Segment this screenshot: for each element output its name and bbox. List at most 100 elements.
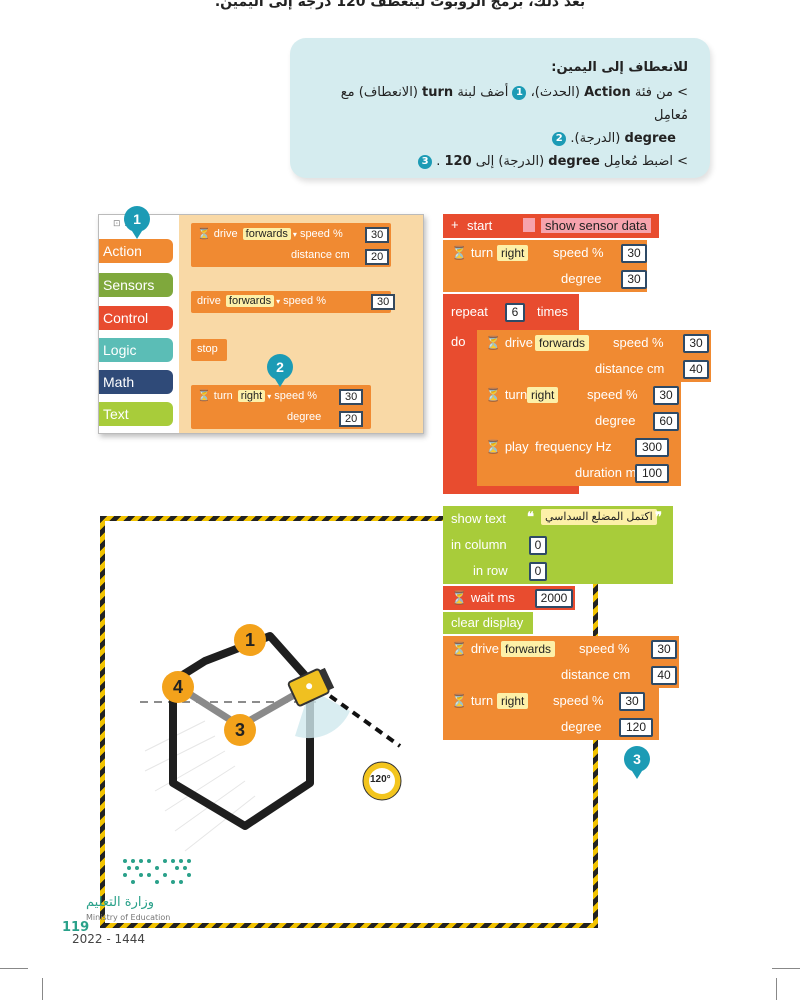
distance-input[interactable]: 40 bbox=[683, 360, 709, 379]
direction-dropdown[interactable]: forwards bbox=[242, 228, 291, 240]
direction-dropdown[interactable]: right bbox=[497, 245, 529, 261]
direction-dropdown[interactable]: forwards bbox=[501, 641, 556, 657]
wait-ms-input[interactable]: 2000 bbox=[535, 589, 573, 608]
category-text[interactable]: Text bbox=[99, 402, 173, 426]
speed-label: speed % bbox=[274, 390, 318, 402]
callout-badge-1: 1 bbox=[124, 206, 150, 239]
step-number-1: 1 bbox=[512, 85, 527, 100]
hex-marker-1: 1 bbox=[234, 624, 266, 656]
speed-input[interactable]: 30 bbox=[339, 389, 364, 405]
wait-block[interactable]: ⏳ wait ms 2000 bbox=[443, 586, 575, 610]
frequency-input[interactable]: 300 bbox=[635, 438, 669, 457]
turn-block-final[interactable]: ⏳ turn right speed % 30 degree 120 bbox=[443, 688, 659, 740]
crop-mark bbox=[776, 978, 777, 1000]
program-stack: + start show sensor data ⏳ turn right sp… bbox=[443, 214, 723, 754]
row-input[interactable]: 0 bbox=[529, 562, 547, 581]
callout-badge-3: 3 bbox=[624, 746, 650, 779]
step-number-2: 2 bbox=[552, 131, 567, 146]
top-instruction: بعد ذلك، برمج الروبوت لينعطف 120 درجة إل… bbox=[214, 0, 586, 10]
text: > من فئة bbox=[630, 85, 688, 100]
block-cmd: drive bbox=[213, 228, 238, 240]
direction-dropdown[interactable]: right bbox=[527, 387, 559, 403]
text: (الحدث)، bbox=[526, 85, 585, 100]
direction-dropdown[interactable]: right bbox=[237, 390, 266, 402]
distance-label: distance cm bbox=[561, 667, 631, 682]
category-control[interactable]: Control bbox=[99, 306, 173, 330]
robot-icon bbox=[287, 667, 335, 707]
callout-heading: للانعطاف إلى اليمين: bbox=[551, 60, 688, 75]
distance-input[interactable]: 40 bbox=[651, 666, 677, 685]
column-input[interactable]: 0 bbox=[529, 536, 547, 555]
callout-badge-2: 2 bbox=[267, 354, 293, 387]
duration-input[interactable]: 100 bbox=[635, 464, 669, 483]
degree-label: degree bbox=[595, 413, 636, 428]
category-action[interactable]: Action bbox=[99, 239, 173, 263]
speed-input[interactable]: 30 bbox=[365, 227, 390, 243]
heading-line bbox=[328, 694, 402, 748]
show-text-block[interactable]: show text ❝ اكتمل المضلع السداسي ❞ in co… bbox=[443, 506, 673, 584]
times-label: times bbox=[537, 304, 569, 319]
text: Action bbox=[584, 85, 631, 100]
start-label: start bbox=[467, 218, 493, 233]
row-label: in row bbox=[473, 563, 508, 578]
crop-mark bbox=[772, 968, 800, 969]
start-block[interactable]: + start show sensor data bbox=[443, 214, 659, 238]
clear-display-block[interactable]: clear display bbox=[443, 612, 533, 634]
speed-label: speed % bbox=[587, 387, 638, 402]
category-sensors[interactable]: Sensors bbox=[99, 273, 173, 297]
speed-label: speed % bbox=[579, 641, 630, 656]
degree-label: degree bbox=[561, 719, 602, 734]
callout-step-1: > من فئة Action (الحدث)، 1 أضف لبنة turn… bbox=[312, 81, 688, 127]
text: degree bbox=[548, 154, 600, 169]
speed-input[interactable]: 30 bbox=[619, 692, 645, 711]
show-text-label: show text bbox=[451, 511, 506, 526]
page-number: 119 bbox=[62, 920, 90, 935]
repeat-label: repeat bbox=[451, 304, 488, 319]
category-math[interactable]: Math bbox=[99, 370, 173, 394]
text: degree bbox=[624, 131, 676, 146]
degree-input[interactable]: 120 bbox=[619, 718, 653, 737]
turn-block-loop[interactable]: ⏳ turn right speed % 30 degree 60 bbox=[477, 382, 681, 434]
speed-label: speed % bbox=[283, 295, 326, 307]
drive-distance-block[interactable]: ⏳ drive forwards▾ speed % 30 distance cm… bbox=[191, 223, 391, 267]
block-cmd: turn bbox=[213, 390, 233, 402]
speed-input[interactable]: 30 bbox=[683, 334, 709, 353]
distance-label: distance cm bbox=[595, 361, 665, 376]
hex-marker-4: 4 bbox=[162, 671, 194, 703]
text: (الدرجة) إلى bbox=[471, 154, 549, 169]
drive-block-final[interactable]: ⏳ drive forwards speed % 30 distance cm … bbox=[443, 636, 679, 688]
duration-label: duration ms bbox=[575, 465, 643, 480]
category-list: ⊡ ? ☆2 Action Sensors Control Logic Math… bbox=[99, 215, 179, 433]
speed-input[interactable]: 30 bbox=[653, 386, 679, 405]
angle-120-label: 120° bbox=[370, 774, 391, 785]
turn-block-1[interactable]: ⏳ turn right speed % 30 degree 30 bbox=[443, 240, 647, 292]
degree-input[interactable]: 60 bbox=[653, 412, 679, 431]
show-sensor-toggle[interactable]: show sensor data bbox=[541, 218, 651, 233]
hourglass-icon: ⏳ bbox=[197, 228, 211, 240]
play-block[interactable]: ⏳ play frequency Hz 300 duration ms 100 bbox=[477, 434, 681, 486]
speed-input[interactable]: 30 bbox=[621, 244, 647, 263]
text-input[interactable]: اكتمل المضلع السداسي bbox=[541, 509, 657, 525]
block-cmd: drive bbox=[197, 295, 221, 307]
distance-label: distance cm bbox=[291, 249, 350, 261]
step-number-3: 3 bbox=[418, 154, 433, 169]
block-palette: ⊡ ? ☆2 Action Sensors Control Logic Math… bbox=[98, 214, 424, 434]
direction-dropdown[interactable]: right bbox=[497, 693, 529, 709]
drive-block-loop[interactable]: ⏳ drive forwards speed % 30 distance cm … bbox=[477, 330, 711, 382]
direction-dropdown[interactable]: forwards bbox=[225, 295, 275, 307]
category-logic[interactable]: Logic bbox=[99, 338, 173, 362]
drive-block[interactable]: drive forwards▾ speed % 30 bbox=[191, 291, 396, 313]
speed-input[interactable]: 30 bbox=[371, 294, 396, 310]
speed-input[interactable]: 30 bbox=[651, 640, 677, 659]
speed-label: speed % bbox=[553, 245, 604, 260]
crop-mark bbox=[0, 968, 28, 969]
distance-input[interactable]: 20 bbox=[365, 249, 390, 265]
stop-block[interactable]: stop bbox=[191, 339, 227, 361]
repeat-count-input[interactable]: 6 bbox=[505, 303, 525, 322]
text: > اضبط مُعامِل bbox=[599, 154, 688, 169]
degree-input[interactable]: 20 bbox=[339, 411, 364, 427]
turn-block[interactable]: ⏳ turn right▾ speed % 30 degree 20 bbox=[191, 385, 371, 429]
degree-input[interactable]: 30 bbox=[621, 270, 647, 289]
speed-label: speed % bbox=[299, 228, 343, 240]
direction-dropdown[interactable]: forwards bbox=[535, 335, 590, 351]
